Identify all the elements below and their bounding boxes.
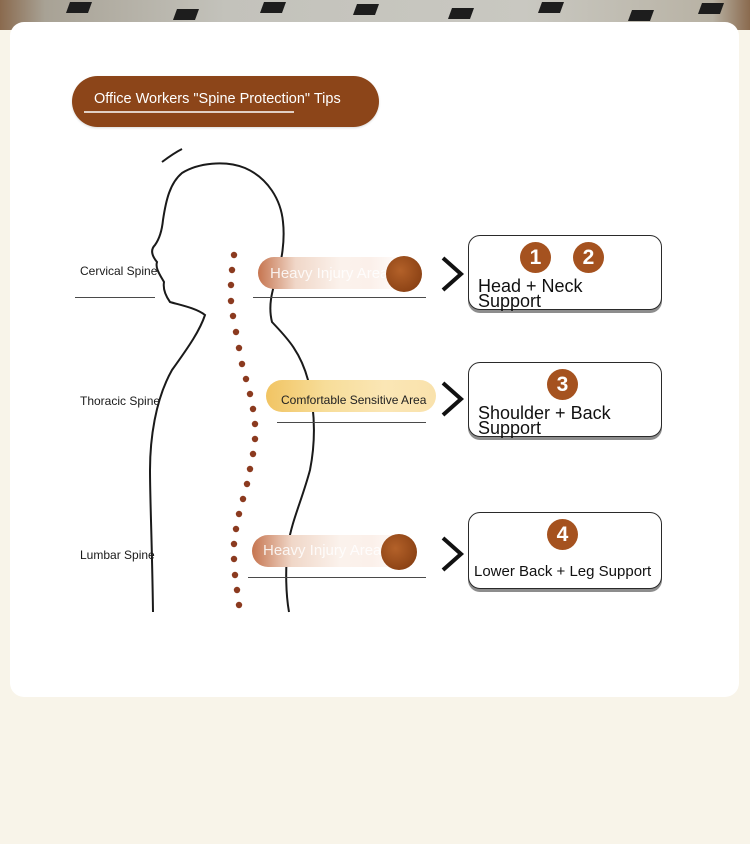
number-badge-1: 1 [520,242,551,273]
chevron-right-icon [441,536,465,572]
spine-label-cervical: Cervical Spine [80,264,158,278]
spine-label-thoracic: Thoracic Spine [80,394,161,408]
chevron-right-icon [441,256,465,292]
heavy-injury-area-text: Heavy Injury Area [270,265,389,282]
heavy-injury-area-text: Heavy Injury Area [263,542,382,559]
support-title-lower-back-leg: Lower Back + Leg Support [474,563,652,580]
heavy-injury-bar [258,257,408,289]
comfortable-sensitive-area-text: Comfortable Sensitive Area [281,393,427,407]
spine-label-lumbar: Lumbar Spine [80,548,155,562]
support-box-head-neck [468,235,662,310]
support-title-shoulder-back: Shoulder + Back Support [478,403,611,438]
number-badge-3: 3 [547,369,578,400]
number-badge-4: 4 [547,519,578,550]
area-underline [248,577,426,578]
chevron-right-icon [441,381,465,417]
area-marker-dot [386,256,422,292]
header-title: Office Workers "Spine Protection" Tips [94,91,341,107]
header-pill [72,76,379,127]
header-underline [84,111,294,113]
area-underline [253,297,426,298]
area-marker-dot [381,534,417,570]
comfortable-area-bar [266,380,436,412]
area-underline [277,422,426,423]
support-title-head-neck: Head + Neck Support [478,276,583,311]
number-badge-2: 2 [573,242,604,273]
label-underline [75,297,155,298]
